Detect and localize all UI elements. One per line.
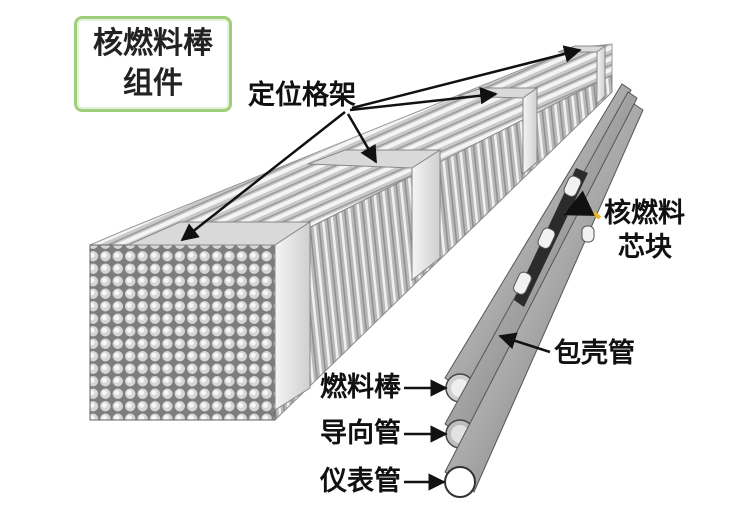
label-spacer-grid: 定位格架: [248, 80, 356, 111]
title-line-1: 核燃料棒: [93, 26, 213, 61]
label-fuel-pellet-line1: 核燃料: [604, 198, 685, 229]
fuel-pellet: [537, 227, 556, 249]
label-instrument-tube: 仪表管: [320, 466, 401, 497]
pellet-arrow: [563, 190, 602, 220]
fuel-pellet: [513, 271, 532, 295]
spacer-grid-1: [127, 221, 312, 411]
label-cladding: 包壳管: [554, 338, 635, 369]
label-guide-tube: 导向管: [320, 418, 401, 449]
label-fuel-pellet-line2: 芯块: [618, 232, 672, 263]
assembly-title-box: 核燃料棒 组件: [74, 16, 232, 112]
label-fuel-rod: 燃料棒: [320, 372, 401, 403]
title-line-2: 组件: [123, 66, 183, 101]
grid-arrows: [180, 45, 582, 242]
loose-fuel-pellet: [581, 225, 595, 243]
cladding-arrow: [498, 332, 551, 354]
